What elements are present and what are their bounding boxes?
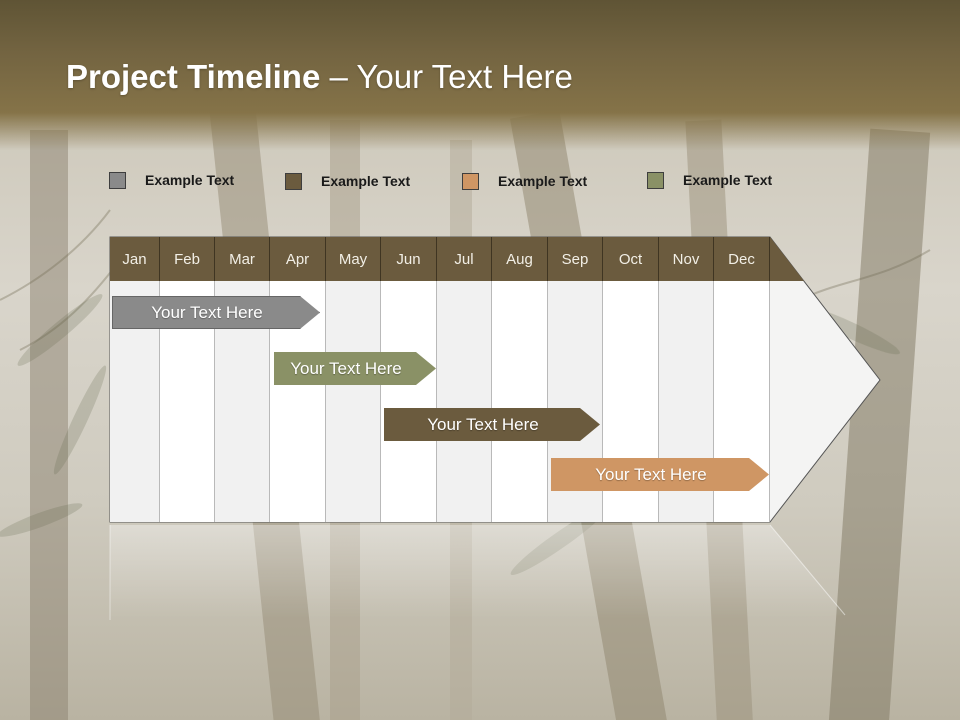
task-arrow-3[interactable]: Your Text Here xyxy=(384,408,600,441)
task-arrow-4[interactable]: Your Text Here xyxy=(551,458,769,491)
month-label: Feb xyxy=(160,237,215,281)
month-label: Aug xyxy=(492,237,548,281)
header-band xyxy=(0,0,960,150)
legend-label-4: Example Text xyxy=(683,172,773,188)
legend-label-1: Example Text xyxy=(145,172,235,188)
task-label-3: Your Text Here xyxy=(427,414,539,434)
month-label: May xyxy=(326,237,381,281)
month-label: Nov xyxy=(659,237,714,281)
legend-swatch-2 xyxy=(285,172,302,190)
slide-title: Project Timeline – Your Text Here xyxy=(66,58,573,96)
month-column xyxy=(326,281,381,522)
month-column xyxy=(492,281,548,522)
month-label: Apr xyxy=(270,237,326,281)
legend-swatch-3 xyxy=(462,172,479,190)
task-arrow-2[interactable]: Your Text Here xyxy=(274,352,436,385)
title-rest: – Your Text Here xyxy=(320,58,573,95)
task-arrow-1[interactable]: Your Text Here xyxy=(112,296,320,329)
month-label: Jul xyxy=(437,237,492,281)
task-label-2: Your Text Here xyxy=(290,358,402,378)
legend-swatch-1 xyxy=(109,171,126,189)
month-column xyxy=(381,281,437,522)
title-bold: Project Timeline xyxy=(66,58,321,95)
legend-label-2: Example Text xyxy=(321,173,411,189)
legend-item-1: Example Text xyxy=(109,170,234,190)
month-label: Jun xyxy=(381,237,437,281)
legend-item-2: Example Text xyxy=(285,171,410,191)
task-label-4: Your Text Here xyxy=(595,464,707,484)
legend-label-3: Example Text xyxy=(498,173,588,189)
month-column xyxy=(437,281,492,522)
month-label: Oct xyxy=(603,237,659,281)
month-label: Jan xyxy=(110,237,160,281)
month-label: Mar xyxy=(215,237,270,281)
legend-swatch-4 xyxy=(647,171,664,189)
task-label-1: Your Text Here xyxy=(151,302,263,322)
legend-item-4: Example Text xyxy=(647,170,772,190)
legend-item-3: Example Text xyxy=(462,171,587,191)
month-label: Dec xyxy=(714,237,770,281)
month-label: Sep xyxy=(548,237,603,281)
